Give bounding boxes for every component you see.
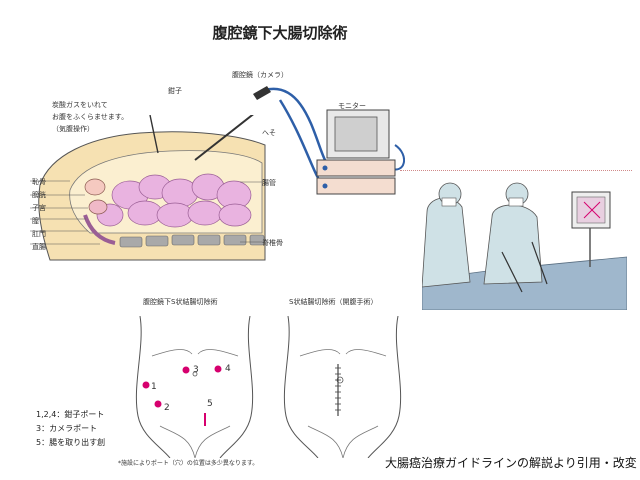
pelvic-label: 膀胱 bbox=[32, 191, 46, 199]
monitor-label: モニター bbox=[338, 102, 366, 110]
port-number-5: 5 bbox=[207, 399, 213, 409]
pelvic-label: 恥骨 bbox=[32, 178, 46, 186]
port-legend: 1,2,4：鉗子ポート 3：カメラポート 5：腸を取り出す創 bbox=[36, 408, 105, 450]
port-number-1: 1 bbox=[151, 382, 157, 392]
pelvic-label: 子宮 bbox=[32, 204, 46, 212]
laparoscope-label: 腹腔鏡（カメラ） bbox=[232, 71, 288, 79]
port-number-2: 2 bbox=[164, 403, 170, 413]
legend-item: 1,2,4：鉗子ポート bbox=[36, 410, 105, 419]
gas-line: 炭酸ガスをいれて bbox=[52, 101, 108, 109]
open-surgery-diagram-title: S状結腸切除術（開腹手術） bbox=[289, 298, 378, 306]
port-2-mark bbox=[154, 400, 162, 408]
gas-description: 炭酸ガスをいれて お腹をふくらませます。 （気腹操作） bbox=[52, 99, 128, 135]
spine-shape bbox=[119, 234, 265, 248]
port-number-4: 4 bbox=[225, 364, 231, 374]
port-1-mark bbox=[142, 381, 150, 389]
gas-line: お腹をふくらませます。 bbox=[52, 113, 129, 121]
port-4-mark bbox=[214, 365, 222, 373]
pelvic-labels: 恥骨 膀胱 子宮 膣 肛門 直腸 bbox=[32, 176, 46, 254]
intestine-shape bbox=[96, 173, 252, 228]
legend-item: 3：カメラポート bbox=[36, 424, 98, 433]
divider bbox=[400, 170, 632, 171]
abdomen-cross-section bbox=[30, 115, 266, 261]
surgery-scene bbox=[422, 172, 627, 310]
laparoscopic-torso bbox=[135, 316, 254, 458]
navel-label: へそ bbox=[262, 129, 276, 137]
pelvic-label: 肛門 bbox=[32, 230, 46, 238]
open-surgery-torso bbox=[283, 316, 402, 458]
port-number-3: 3 bbox=[193, 365, 199, 375]
forceps-label: 鉗子 bbox=[168, 87, 182, 95]
page-title: 腹腔鏡下大腸切除術 bbox=[212, 24, 348, 42]
spine-label: 脊椎骨 bbox=[262, 239, 283, 247]
footnote: *施設によりポート（穴）の位置は多少異なります。 bbox=[118, 460, 259, 467]
source-caption: 大腸癌治療ガイドラインの解説より引用・改変 bbox=[385, 456, 637, 470]
pelvic-label: 膣 bbox=[32, 217, 39, 225]
laparoscopic-diagram-title: 腹腔鏡下S状結腸切除術 bbox=[143, 298, 218, 306]
legend-item: 5：腸を取り出す創 bbox=[36, 438, 106, 447]
gas-line: （気腹操作） bbox=[52, 125, 94, 133]
intestine-label: 腸管 bbox=[262, 179, 276, 187]
monitor-cart bbox=[253, 86, 405, 195]
pelvic-label: 直腸 bbox=[32, 243, 46, 251]
port-3-mark bbox=[182, 366, 190, 374]
